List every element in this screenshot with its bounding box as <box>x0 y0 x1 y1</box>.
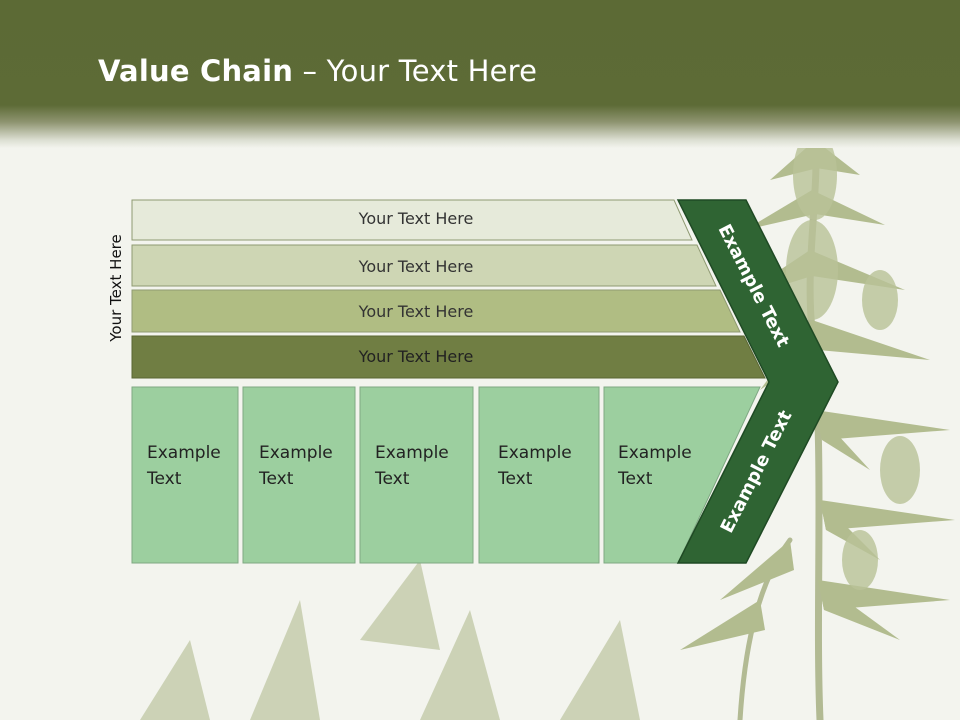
reflection-box-5-line2: Text <box>617 637 653 657</box>
box-1: Example Text <box>131 386 239 564</box>
box-4-line1: Example <box>498 443 572 463</box>
box-1-line1: Example <box>147 443 221 463</box>
title-banner <box>0 0 960 148</box>
box-3-line1: Example <box>375 443 449 463</box>
bar-2-shape <box>131 244 717 287</box>
bar-4-shape <box>131 335 766 379</box>
reflection-box-4-line1: Example <box>498 663 572 683</box>
reflection: Example Text Example Text Example Text E… <box>132 563 800 720</box>
box-5: Example Text <box>603 386 761 564</box>
bar-3-shape <box>131 289 741 333</box>
box-4: Example Text <box>478 386 600 564</box>
bar-stack: Your Text Here Your Text Here Your Text … <box>131 199 766 379</box>
title-rest: – Your Text Here <box>293 54 538 88</box>
bar-1-label: Your Text Here <box>358 209 474 228</box>
box-1-line2: Text <box>146 469 182 489</box>
bar-4-label: Your Text Here <box>358 347 474 366</box>
reflection-box-1-line1: Example <box>147 663 221 683</box>
reflection-box-2-line2: Text <box>258 637 294 657</box>
box-3-line2: Text <box>374 469 410 489</box>
box-3: Example Text <box>359 386 474 564</box>
bar-3-label: Your Text Here <box>358 302 474 321</box>
reflection-box-3-line1: Example <box>375 663 449 683</box>
box-2-line1: Example <box>259 443 333 463</box>
bar-2-label: Your Text Here <box>358 257 474 276</box>
box-5-line1: Example <box>618 443 692 463</box>
reflection-box-3-line2: Text <box>374 637 410 657</box>
box-row: Example Text Example Text Example Text E… <box>131 386 761 564</box>
box-4-line2: Text <box>497 469 533 489</box>
box-2: Example Text <box>242 386 356 564</box>
reflection-box-2-line1: Example <box>259 663 333 683</box>
bar-1-shape <box>131 199 693 241</box>
reflection-box-4-line2: Text <box>497 637 533 657</box>
title-bold: Value Chain <box>98 54 294 88</box>
reflection-box-1-line2: Text <box>146 637 182 657</box>
page-title: Value Chain – Your Text Here <box>98 54 537 88</box>
reflection-box-5-line1: Example <box>618 663 692 683</box>
box-2-line2: Text <box>258 469 294 489</box>
box-5-line2: Text <box>617 469 653 489</box>
